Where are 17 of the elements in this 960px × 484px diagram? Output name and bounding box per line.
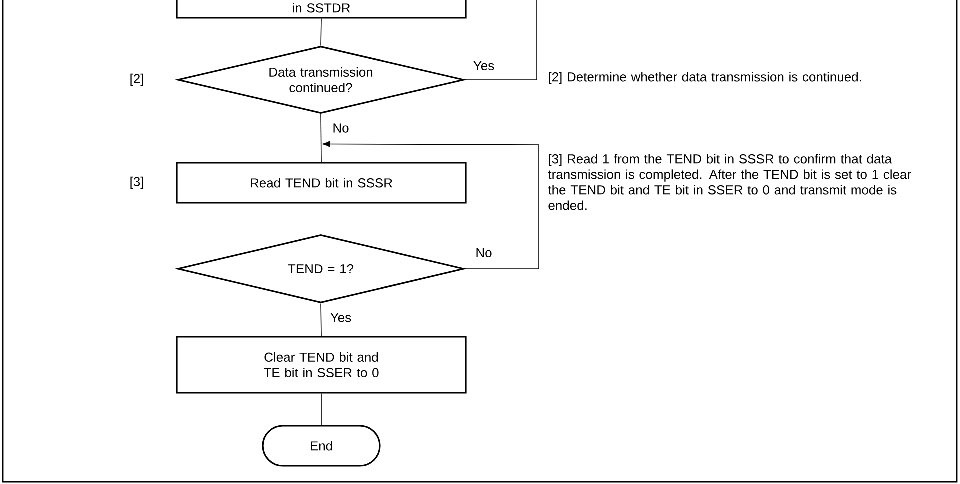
connector-line (320, 114, 322, 163)
edge-label: No (474, 247, 494, 259)
process-box: in SSTDR (176, 0, 467, 19)
edge-label: No (332, 122, 350, 134)
connector-line (320, 18, 322, 46)
connector-line (320, 303, 322, 337)
step-number: [2] (130, 74, 144, 86)
connector-line (464, 0, 538, 80)
edge-label: Yes (472, 60, 496, 72)
arrow (322, 141, 540, 270)
note-text: [2] Determine whether data transmission is continued. (549, 72, 862, 84)
process-box: Read TEND bit in SSSR (176, 162, 467, 204)
edge-label: Yes (329, 312, 353, 324)
process-box: Clear TEND bit and TE bit in SSER to 0 (176, 336, 467, 394)
connector-line (321, 393, 322, 426)
step-number: [3] (130, 176, 144, 190)
note-text: [3] Read 1 from the TEND bit in SSSR to confirm that data transmission is completed. After the TEND bit is set to 1 clear the TEND bit and TE bit in SSER to 0 and transmit mode is ended. (548, 154, 912, 210)
